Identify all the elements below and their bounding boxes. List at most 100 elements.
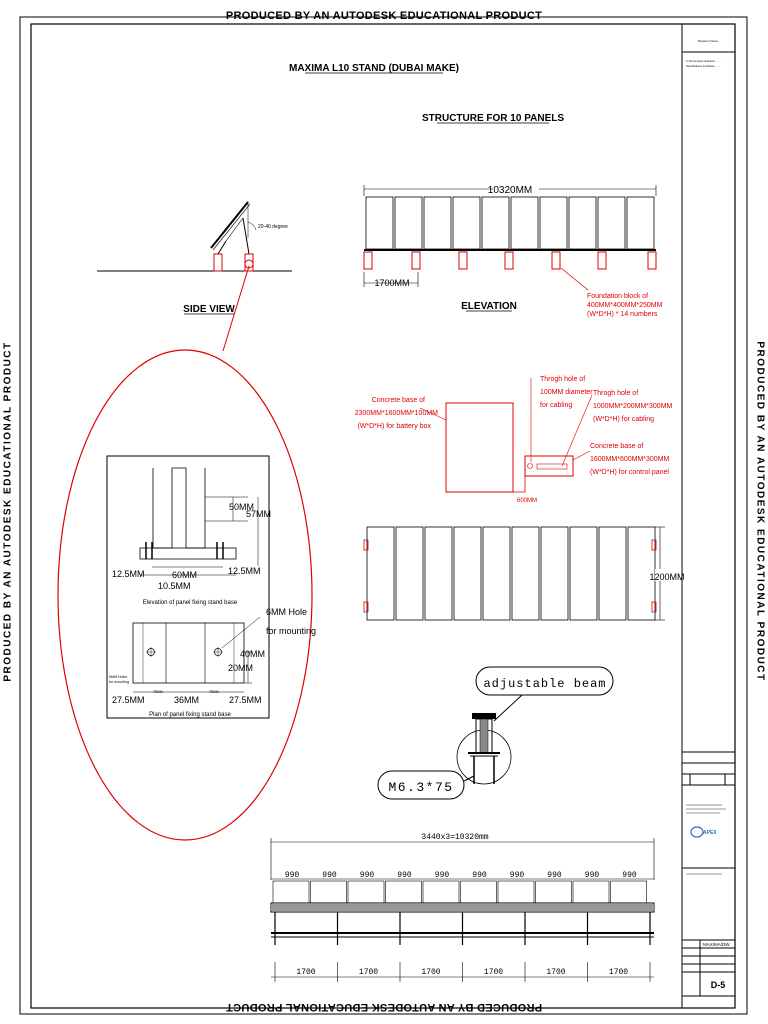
bottom-panel [535,880,572,904]
spacing-label: 1700 [609,968,628,977]
elevation-panel [365,196,394,250]
battery-note-line2: 2300MM*1600MM*100MM [355,410,438,417]
beam-detail: adjustable beam M6.3*75 [377,666,614,800]
caption-plan: Plan of panel fixing stand base [149,712,231,718]
title-block-notes-2: Specifications to Reduce ... ... [686,64,721,68]
bottom-total: 3440x3=10320mm [421,833,488,842]
hole-cabling-line1: Throgh hole of [540,376,585,383]
dim-12-5mm-left: 12.5MM [112,569,145,579]
dim-75mm-right: 75MM [209,690,219,694]
dim-75mm-left: 75MM [153,690,163,694]
small-hole-line1: 6MM Holes [109,675,127,679]
panel-width-label: 990 [547,871,562,880]
elevation-spacing: 1700MM [374,278,409,288]
plan-red-mark [363,539,369,551]
dim-10-5mm: 10.5MM [158,581,191,591]
spacing-label: 1700 [546,968,565,977]
bolt-label: M6.3*75 [388,780,453,795]
bottom-panel [610,880,647,904]
dim-27-5mm-right: 27.5MM [229,695,262,705]
title-block-header: Revision Notes [698,39,719,43]
dim-36mm: 36MM [174,695,199,705]
trench-note-line3: (W*D*H) for cabling [593,416,654,423]
side-view-title: SIDE VIEW [183,304,235,315]
plan-panel [598,526,627,621]
detail-callout-circle [57,349,313,841]
plan-red-mark [651,601,657,613]
title-block-notes-1: 1) Some panel clearance ... ... [686,59,721,63]
small-hole-line2: for mounting [109,680,129,684]
elevation-title: ELEVATION [461,301,517,312]
foundation-block [411,251,421,270]
foundation-block [363,251,373,270]
plan-panels [366,526,656,621]
company-logo-icon [690,826,704,838]
title-block: Revision Notes 1) Some panel clearance .… [681,24,735,1008]
control-panel-note-line2: 1600MM*600MM*300MM [590,456,670,463]
foundation-block [647,251,657,270]
elevation-panel [539,196,568,250]
elevation-panel [452,196,481,250]
hole-cabling-line2: 100MM diameter [540,389,593,396]
trench-note-line1: Throgh hole of [593,390,638,397]
panel-width-label: 990 [435,871,450,880]
bottom-panel [310,880,347,904]
spacing-label: 1700 [421,968,440,977]
elevation-total-width: 10320MM [488,185,532,196]
concrete-bases-drawing: Concrete base of 2300MM*1600MM*100MM (W*… [355,376,673,504]
dim-57mm: 57MM [246,509,271,519]
plan-panel [366,526,395,621]
elevation-panel [423,196,452,250]
plan-red-mark [651,539,657,551]
plan-panel [569,526,598,621]
plan-panel [424,526,453,621]
dim-12-5mm-right: 12.5MM [228,566,261,576]
foundation-block [597,251,607,270]
foundation-blocks [363,251,657,270]
main-title: MAXIMA L10 STAND (DUBAI MAKE) [289,63,459,74]
bottom-panel [385,880,422,904]
control-panel-note-line1: Concrete base of [590,443,643,450]
bottom-panel [347,880,385,904]
elevation-drawing: 10320MM 1700MM Foundation block of 400MM… [363,185,663,318]
panel-width-label: 990 [397,871,412,880]
dim-60mm: 60MM [172,570,197,580]
side-view-angle: 20-40 degree [258,224,288,230]
elevation-panels [365,196,655,250]
panel-width-label: 990 [285,871,300,880]
bottom-panel [460,880,497,904]
panel-width-label: 990 [360,871,375,880]
elevation-panel [394,196,423,250]
spacing-label: 1700 [484,968,503,977]
plan-red-mark [363,601,369,613]
control-panel-note-line3: (W*D*H) for control panel [590,469,669,476]
bottom-panel [497,880,535,904]
watermark-top: PRODUCED BY AN AUTODESK EDUCATIONAL PROD… [225,10,543,22]
panel-width-label: 990 [322,871,337,880]
concrete-gap: 600MM [517,498,537,504]
company-logo-text: APEX [703,830,717,836]
outer-frame [19,16,748,1015]
panel-width-label: 990 [510,871,525,880]
dim-40mm: 40MM [240,649,265,659]
dim-50mm: 50MM [229,502,254,512]
trench-note-line2: 1000MM*200MM*300MM [593,403,673,410]
battery-note-line1: Concrete base of [372,397,425,404]
spacing-label: 1700 [296,968,315,977]
foundation-note-line1: Foundation block of [587,293,648,300]
bottom-panel [572,880,610,904]
plan-panel [511,526,540,621]
side-view-drawing: 20-40 degree [97,201,292,272]
hole-note-line2: for mounting [266,626,316,636]
elevation-panel [481,196,510,250]
elevation-panel [510,196,539,250]
support-posts [274,912,651,945]
beam-label: adjustable beam [483,677,606,691]
plan-panel [482,526,511,621]
caption-elevation: Elevation of panel fixing stand base [143,600,238,606]
plan-panel [453,526,482,621]
plan-depth: 1200MM [649,572,684,582]
